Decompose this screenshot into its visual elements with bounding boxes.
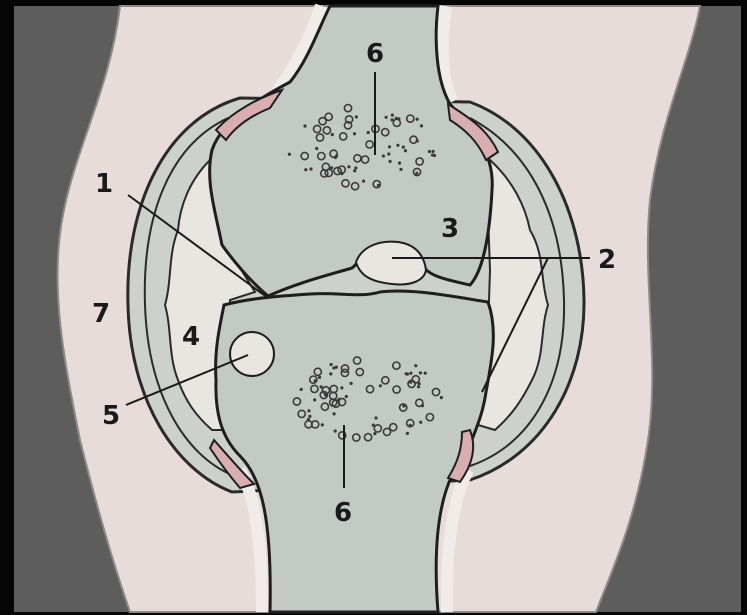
spongy-bone-dot bbox=[333, 413, 336, 416]
spongy-bone-dot bbox=[315, 147, 318, 150]
spongy-bone-dot bbox=[300, 388, 303, 391]
spongy-bone-dot bbox=[406, 432, 409, 435]
label-4: 4 bbox=[182, 322, 200, 352]
spongy-bone-dot bbox=[355, 167, 358, 170]
label-2: 2 bbox=[598, 245, 616, 275]
spongy-bone-dot bbox=[388, 153, 391, 156]
spongy-bone-dot bbox=[330, 167, 333, 170]
spongy-bone-dot bbox=[410, 372, 413, 375]
spongy-bone-dot bbox=[432, 150, 435, 153]
spongy-bone-dot bbox=[334, 430, 337, 433]
spongy-bone-dot bbox=[389, 160, 392, 163]
spongy-bone-dot bbox=[377, 184, 380, 187]
spongy-bone-dot bbox=[409, 381, 412, 384]
spongy-bone-dot bbox=[391, 114, 394, 117]
spongy-bone-dot bbox=[304, 125, 307, 128]
spongy-bone-dot bbox=[333, 367, 336, 370]
spongy-bone-dot bbox=[420, 125, 423, 128]
spongy-bone-dot bbox=[431, 154, 434, 157]
spongy-bone-dot bbox=[382, 155, 385, 158]
spongy-bone-dot bbox=[419, 421, 422, 424]
label-3: 3 bbox=[441, 214, 459, 244]
spongy-bone-dot bbox=[400, 168, 403, 171]
spongy-bone-dot bbox=[397, 144, 400, 147]
spongy-bone-dot bbox=[348, 166, 351, 169]
spongy-bone-dot bbox=[362, 180, 365, 183]
spongy-bone-dot bbox=[345, 395, 348, 398]
spongy-bone-dot bbox=[404, 149, 407, 152]
spongy-bone-dot bbox=[309, 415, 312, 418]
spongy-bone-dot bbox=[374, 432, 377, 435]
spongy-bone-dot bbox=[417, 386, 420, 389]
spongy-bone-dot bbox=[325, 394, 328, 397]
spongy-bone-dot bbox=[428, 150, 431, 153]
structure-5-circle bbox=[230, 332, 274, 376]
spongy-bone-dot bbox=[415, 364, 418, 367]
spongy-bone-dot bbox=[334, 156, 337, 159]
spongy-bone-dot bbox=[355, 116, 358, 119]
label-6-bottom: 6 bbox=[334, 498, 352, 528]
label-5: 5 bbox=[102, 401, 120, 431]
label-1: 1 bbox=[95, 169, 113, 199]
spongy-bone-dot bbox=[305, 168, 308, 171]
spongy-bone-dot bbox=[424, 372, 427, 375]
spongy-bone-dot bbox=[321, 424, 324, 427]
spongy-bone-dot bbox=[353, 170, 356, 173]
spongy-bone-dot bbox=[416, 118, 419, 121]
spongy-bone-dot bbox=[313, 399, 316, 402]
spongy-bone-dot bbox=[419, 372, 422, 375]
label-7: 7 bbox=[92, 299, 110, 329]
spongy-bone-dot bbox=[385, 116, 388, 119]
spongy-bone-dot bbox=[330, 363, 333, 366]
spongy-bone-dot bbox=[338, 398, 341, 401]
spongy-bone-dot bbox=[416, 172, 419, 175]
spongy-bone-dot bbox=[310, 168, 313, 171]
spongy-bone-dot bbox=[307, 418, 310, 421]
spongy-bone-dot bbox=[398, 162, 401, 165]
spongy-bone-dot bbox=[353, 132, 356, 135]
spongy-bone-dot bbox=[367, 131, 370, 134]
spongy-bone-dot bbox=[318, 376, 321, 379]
spongy-bone-dot bbox=[416, 140, 419, 143]
label-6-top: 6 bbox=[366, 39, 384, 69]
spongy-bone-dot bbox=[308, 410, 311, 413]
spongy-bone-dot bbox=[440, 396, 443, 399]
spongy-bone-dot bbox=[402, 146, 405, 149]
spongy-bone-dot bbox=[341, 387, 344, 390]
spongy-bone-dot bbox=[320, 386, 323, 389]
spongy-bone-dot bbox=[350, 382, 353, 385]
spongy-bone-dot bbox=[288, 153, 291, 156]
spongy-bone-dot bbox=[406, 373, 409, 376]
spongy-bone-dot bbox=[388, 146, 391, 149]
spongy-bone-dot bbox=[330, 373, 333, 376]
spongy-bone-dot bbox=[375, 417, 378, 420]
spongy-bone-dot bbox=[379, 385, 382, 388]
spongy-bone-dot bbox=[331, 133, 334, 136]
spongy-bone-dot bbox=[372, 424, 375, 427]
spongy-bone-dot bbox=[403, 405, 406, 408]
spongy-bone-dot bbox=[391, 119, 394, 122]
